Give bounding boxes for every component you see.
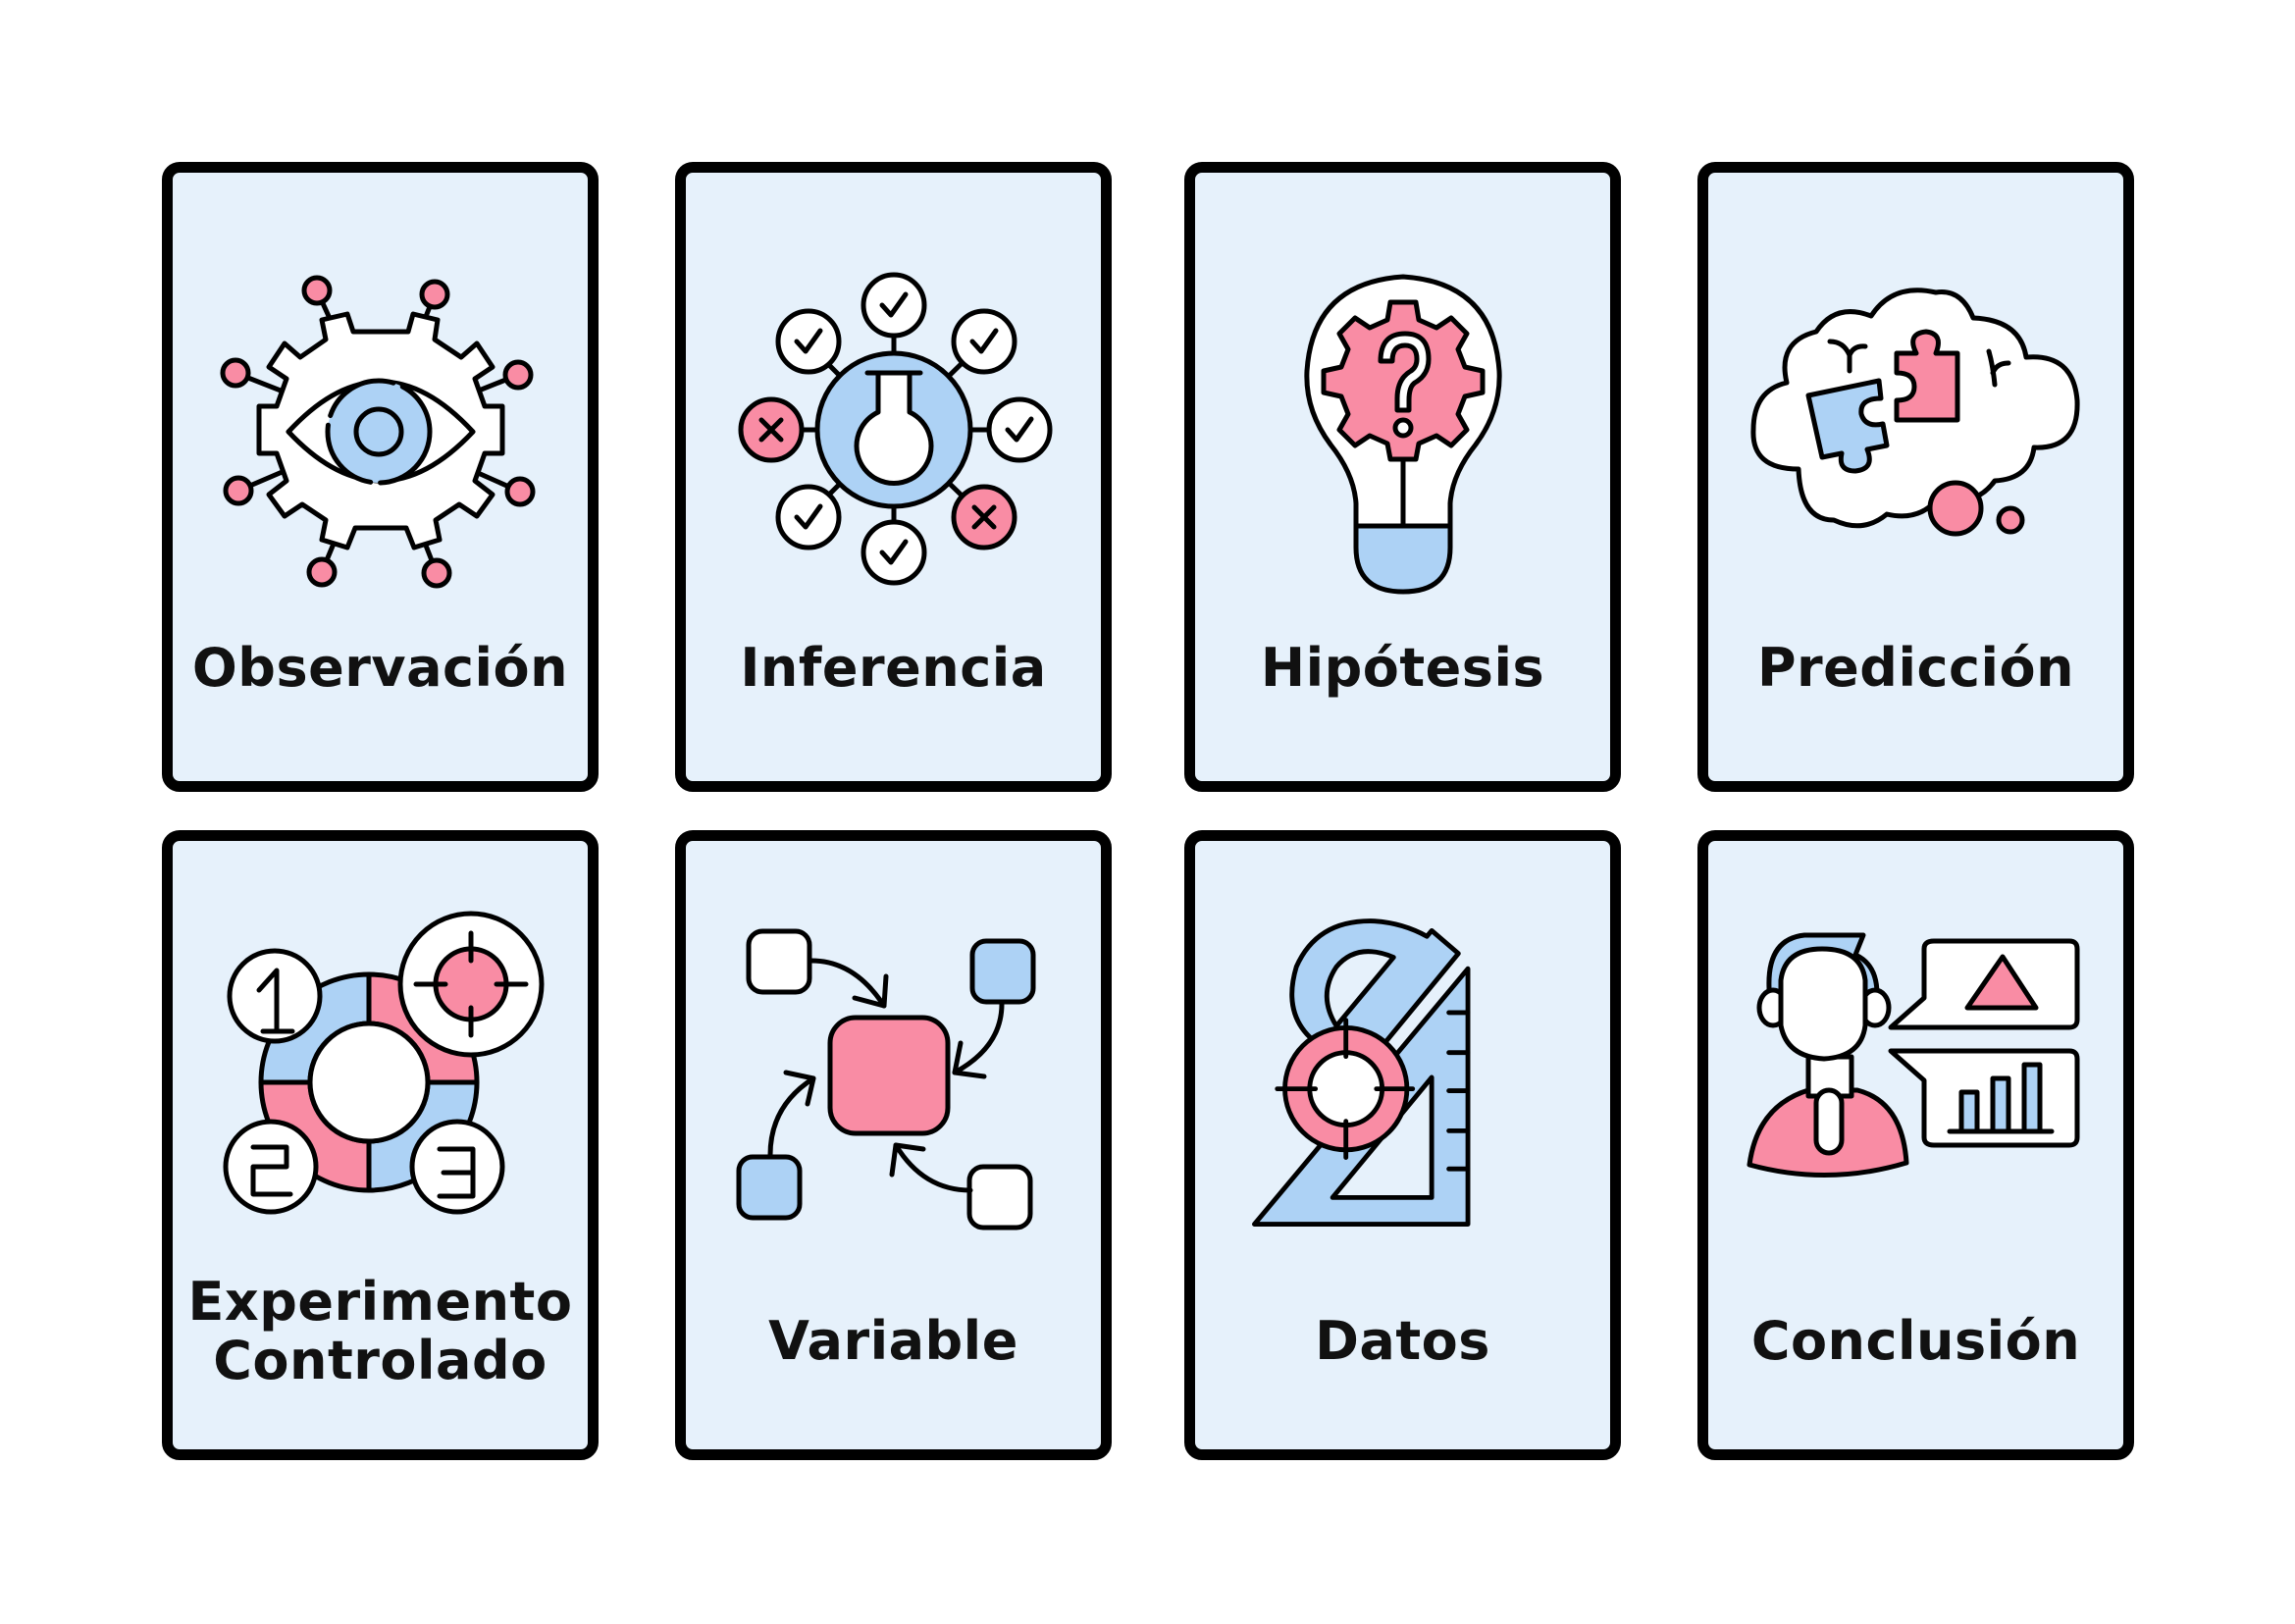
lightbulb-question-icon: [1236, 263, 1570, 597]
card-label: Variable: [768, 1310, 1018, 1372]
card-label: Inferencia: [740, 637, 1047, 699]
variable-arrows-icon: [727, 910, 1061, 1243]
presenter-charts-icon: [1740, 910, 2093, 1243]
card-conclusion: Conclusión: [1697, 830, 2134, 1460]
card-label-line: Experimento: [187, 1271, 573, 1333]
flask-network-icon: [727, 263, 1061, 597]
card-label-line: Controlado: [213, 1330, 548, 1391]
numbered-target-ring-icon: [214, 910, 548, 1243]
card-label: Datos: [1315, 1310, 1490, 1372]
eye-gear-icon: [214, 263, 548, 597]
card-label: Predicción: [1756, 637, 2075, 699]
thought-puzzle-icon: [1740, 263, 2093, 597]
card-label: Conclusión: [1750, 1310, 2081, 1372]
card-datos: Datos: [1184, 830, 1621, 1460]
card-inferencia: Inferencia: [675, 162, 1112, 792]
card-hipotesis: Hipótesis: [1184, 162, 1621, 792]
card-variable: Variable: [675, 830, 1112, 1460]
card-label: Hipótesis: [1260, 637, 1545, 699]
card-prediccion: Predicción: [1697, 162, 2134, 792]
ruler-protractor-target-icon: [1236, 910, 1570, 1243]
card-experimento-controlado: Experimento Controlado: [162, 830, 599, 1460]
card-label: Experimento Controlado: [173, 1273, 588, 1390]
card-label: Observación: [191, 637, 569, 699]
card-observacion: Observación: [162, 162, 599, 792]
